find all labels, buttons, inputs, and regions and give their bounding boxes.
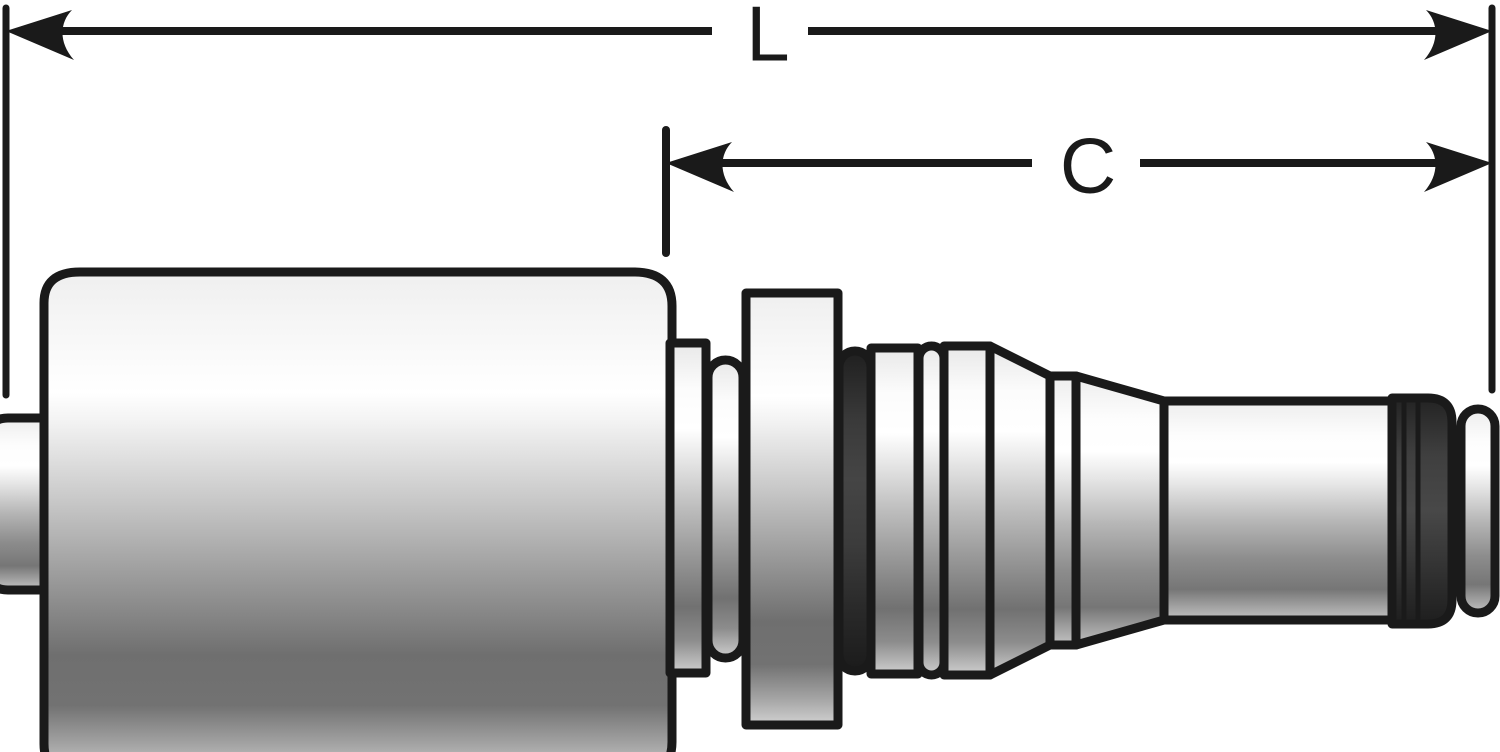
arrowhead-C-left [666,142,734,192]
part-shoulder-collar [665,338,711,678]
part-tip-retainer-ring [1456,404,1500,618]
dimension-label-C: C [1060,122,1116,210]
part-land-band-1 [866,343,923,679]
part-land-band-2 [939,341,995,680]
dimension-overall-length: L [6,0,1492,78]
arrowhead-L-right [1424,10,1492,60]
dimension-label-L: L [746,0,789,78]
arrowhead-L-left [6,10,74,60]
part-end-cap [0,413,53,595]
dimension-coupling-length: C [666,122,1492,210]
part-taper-step-1 [985,341,1055,680]
part-wire-ring [703,355,748,663]
part-barrel [1159,396,1397,625]
part-crimp-shell [39,267,677,752]
dimension-annotations: L C [2,0,1496,399]
part-taper-step-2 [1071,371,1169,650]
part-o-ring-primary [834,346,876,676]
arrowhead-C-right [1424,142,1492,192]
fitting-assembly [0,267,1500,752]
part-o-ring-tip [1387,393,1457,629]
part-hex-flange [741,288,843,730]
